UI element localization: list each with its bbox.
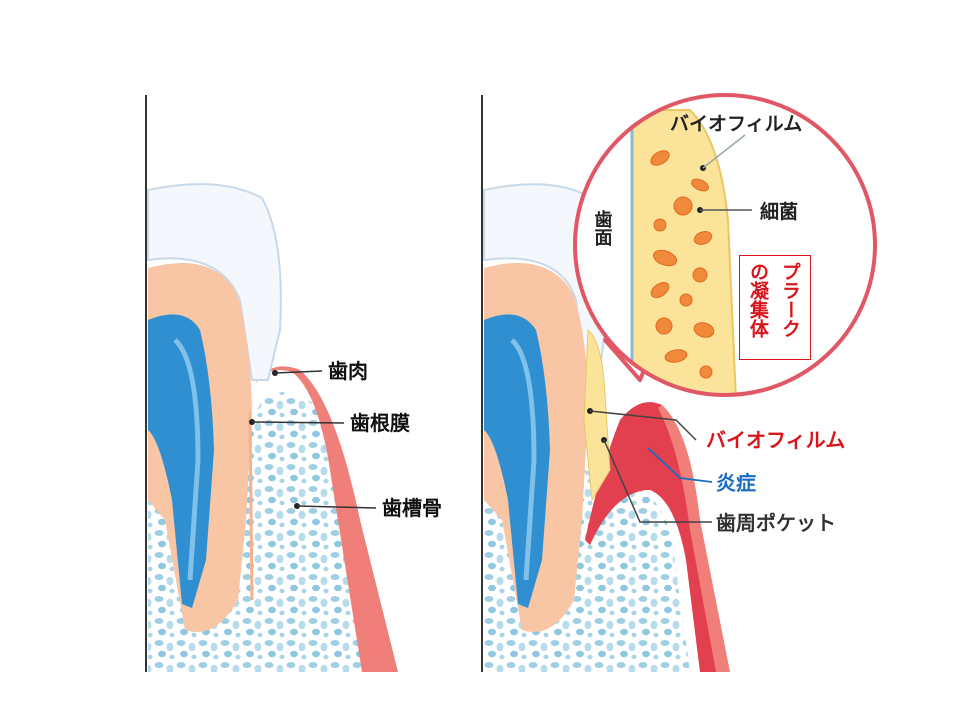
right-biofilm-strip	[583, 328, 611, 502]
right-inflamed-gum	[585, 402, 718, 672]
label-inflammation: 炎症	[716, 471, 756, 495]
left-enamel	[147, 183, 282, 381]
label-pdl: 歯根膜	[350, 411, 410, 435]
inset-label-bacteria: 細菌	[760, 200, 798, 223]
bacterium	[693, 322, 715, 338]
bacterium	[699, 365, 713, 379]
right-biofilm-leader	[589, 410, 697, 441]
left-panel-healthy: 歯肉 歯根膜 歯槽骨	[145, 95, 442, 672]
plaque-aggregate-label-box: の凝集体 プラーク	[739, 255, 811, 360]
right-inflammation-leader	[647, 447, 713, 483]
right-gum-outer	[658, 405, 730, 672]
left-pulp	[148, 314, 214, 608]
right-pocket-leader	[603, 439, 712, 523]
right-pulp	[484, 314, 550, 608]
bacterium	[655, 317, 673, 335]
plaque-label-col1: プラーク	[779, 262, 801, 338]
inset-biofilm-leader	[702, 134, 746, 169]
left-bone-leader	[296, 505, 377, 509]
inset-label-tooth-surface: 歯面	[592, 209, 613, 247]
bacterium	[692, 267, 708, 283]
left-pdl-line	[248, 411, 254, 601]
bacterium	[693, 231, 713, 245]
bacterium	[650, 150, 670, 166]
right-pulp-highlight	[510, 338, 537, 581]
bacterium	[673, 196, 693, 216]
inset-bacteria-cluster	[650, 150, 715, 379]
bacterium	[691, 178, 709, 192]
inset-circle-border	[573, 93, 877, 397]
bacterium	[664, 349, 688, 363]
bacterium	[653, 218, 667, 232]
label-periodontal-pocket: 歯周ポケット	[716, 511, 836, 535]
bacterium	[679, 293, 693, 307]
right-panel-periodontitis: バイオフィルム 細菌 歯面 バイオフィルム 炎症 歯周ポケット	[481, 93, 877, 672]
left-gum	[255, 366, 398, 672]
label-gum: 歯肉	[328, 359, 368, 383]
inset-label-biofilm: バイオフィルム	[670, 113, 802, 135]
left-pulp-highlight	[173, 338, 201, 581]
bacterium	[650, 281, 670, 299]
left-pdl-leader	[251, 421, 345, 424]
biofilm-inset: バイオフィルム 細菌 歯面	[573, 93, 877, 397]
left-gum-leader	[274, 370, 323, 374]
label-alveolar-bone: 歯槽骨	[382, 496, 442, 520]
bacterium	[652, 249, 678, 267]
plaque-label-col2: の凝集体	[747, 262, 769, 338]
label-biofilm: バイオフィルム	[706, 428, 845, 452]
